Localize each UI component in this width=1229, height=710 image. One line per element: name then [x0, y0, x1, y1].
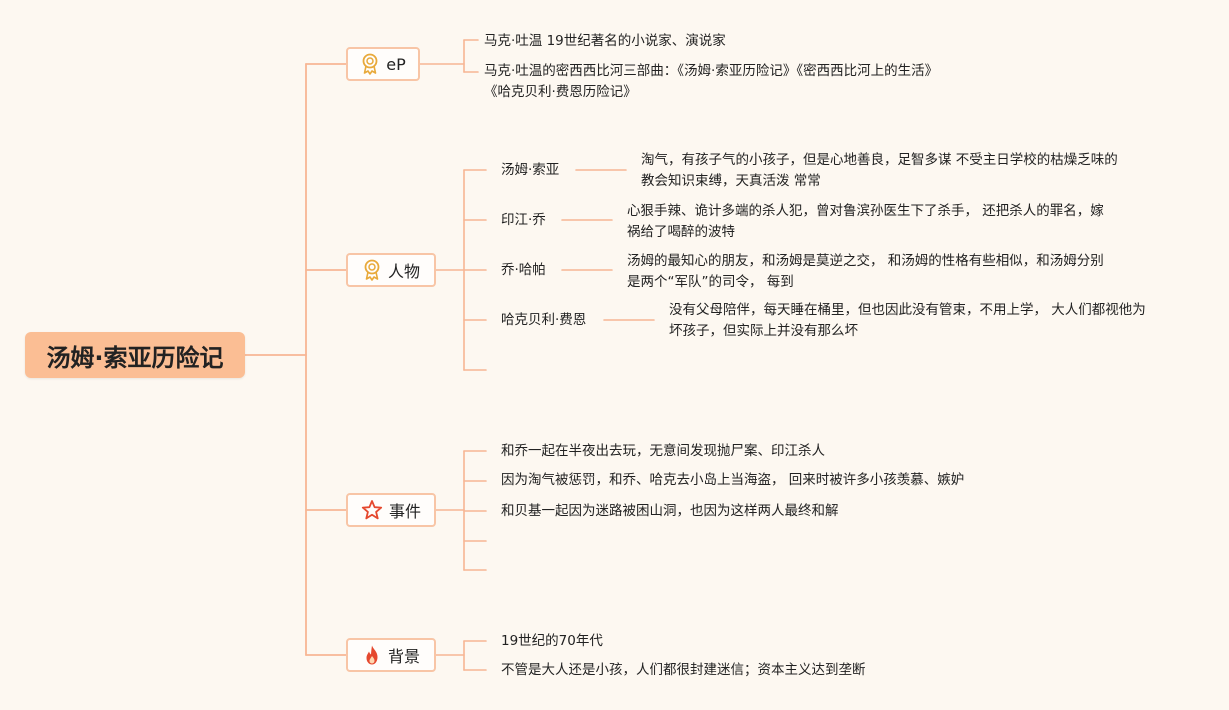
root-title: 汤姆·索亚历险记 [46, 343, 224, 372]
person-tom[interactable]: 汤姆·索亚 [501, 160, 559, 181]
person-injun-joe-desc[interactable]: 心狠手辣、诡计多端的杀人犯，曾对鲁滨孙医生下了杀手， 还把杀人的罪名，嫁 祸给了… [627, 201, 1104, 243]
leaf-event-3[interactable]: 和贝基一起因为迷路被困山洞，也因为这样两人最终和解 [501, 501, 839, 522]
leaf-text: 和贝基一起因为迷路被困山洞，也因为这样两人最终和解 [501, 503, 839, 519]
person-huck[interactable]: 哈克贝利·费恩 [501, 310, 586, 331]
person-name: 乔·哈帕 [501, 262, 546, 278]
person-name: 哈克贝利·费恩 [501, 312, 587, 328]
leaf-text: 祸给了喝醉的波特 [627, 224, 735, 240]
leaf-text: 是两个“军队”的司令， 每到 [627, 274, 794, 290]
branch-label: eP [386, 54, 406, 74]
branch-characters[interactable]: 人物 [346, 253, 436, 287]
leaf-event-2[interactable]: 因为淘气被惩罚，和乔、哈克去小岛上当海盗， 回来时被许多小孩羡慕、嫉妒 [501, 470, 964, 491]
person-injun-joe[interactable]: 印江·乔 [501, 210, 546, 231]
star-icon [361, 500, 383, 520]
person-name: 汤姆·索亚 [501, 162, 560, 178]
person-joe-harper[interactable]: 乔·哈帕 [501, 260, 546, 281]
person-huck-desc[interactable]: 没有父母陪伴，每天睡在桶里，但也因此没有管束，不用上学， 大人们都视他为 坏孩子… [669, 300, 1146, 342]
flame-icon [366, 645, 378, 665]
person-joe-harper-desc[interactable]: 汤姆的最知心的朋友，和汤姆是莫逆之交， 和汤姆的性格有些相似，和汤姆分别 是两个… [627, 251, 1104, 293]
leaf-text: 教会知识束缚，天真活泼 常常 [641, 173, 821, 189]
ribbon-icon [362, 53, 378, 75]
leaf-text: 汤姆的最知心的朋友，和汤姆是莫逆之交， 和汤姆的性格有些相似，和汤姆分别 [627, 253, 1104, 269]
branch-events[interactable]: 事件 [346, 493, 436, 527]
person-name: 印江·乔 [501, 212, 546, 228]
leaf-text: 心狠手辣、诡计多端的杀人犯，曾对鲁滨孙医生下了杀手， 还把杀人的罪名，嫁 [627, 203, 1104, 219]
ribbon-icon [364, 259, 380, 281]
branch-label: 人物 [387, 262, 420, 281]
leaf-text: 没有父母陪伴，每天睡在桶里，但也因此没有管束，不用上学， 大人们都视他为 [669, 302, 1146, 318]
branch-label: 事件 [388, 502, 421, 521]
leaf-text: 马克·吐温的密西西比河三部曲：《汤姆·索亚历险记》《密西西比河上的生活》 [484, 63, 939, 79]
branch-label: 背景 [387, 647, 420, 666]
branch-background[interactable]: 背景 [346, 638, 436, 672]
leaf-text: 马克·吐温 19世纪著名的小说家、演说家 [484, 33, 726, 49]
leaf-event-1[interactable]: 和乔一起在半夜出去玩，无意间发现抛尸案、印江杀人 [501, 441, 825, 462]
leaf-text: 因为淘气被惩罚，和乔、哈克去小岛上当海盗， 回来时被许多小孩羡慕、嫉妒 [501, 472, 965, 488]
leaf-text: 《哈克贝利·费恩历险记》 [484, 84, 637, 100]
leaf-background-1[interactable]: 19世纪的70年代 [501, 631, 603, 652]
leaf-ep-1[interactable]: 马克·吐温 19世纪著名的小说家、演说家 [484, 31, 726, 52]
leaf-text: 19世纪的70年代 [501, 633, 603, 649]
person-tom-desc[interactable]: 淘气，有孩子气的小孩子，但是心地善良，足智多谋 不受主日学校的枯燥乏味的 教会知… [641, 150, 1118, 192]
leaf-text: 淘气，有孩子气的小孩子，但是心地善良，足智多谋 不受主日学校的枯燥乏味的 [641, 152, 1118, 168]
leaf-text: 不管是大人还是小孩，人们都很封建迷信；资本主义达到垄断 [501, 662, 866, 678]
leaf-text: 坏孩子，但实际上并没有那么坏 [669, 323, 858, 339]
leaf-background-2[interactable]: 不管是大人还是小孩，人们都很封建迷信；资本主义达到垄断 [501, 660, 866, 681]
root-topic[interactable]: 汤姆·索亚历险记 [25, 332, 245, 378]
leaf-ep-2[interactable]: 马克·吐温的密西西比河三部曲：《汤姆·索亚历险记》《密西西比河上的生活》 《哈克… [484, 61, 938, 103]
leaf-text: 和乔一起在半夜出去玩，无意间发现抛尸案、印江杀人 [501, 443, 825, 459]
branch-ep[interactable]: eP [346, 47, 420, 81]
